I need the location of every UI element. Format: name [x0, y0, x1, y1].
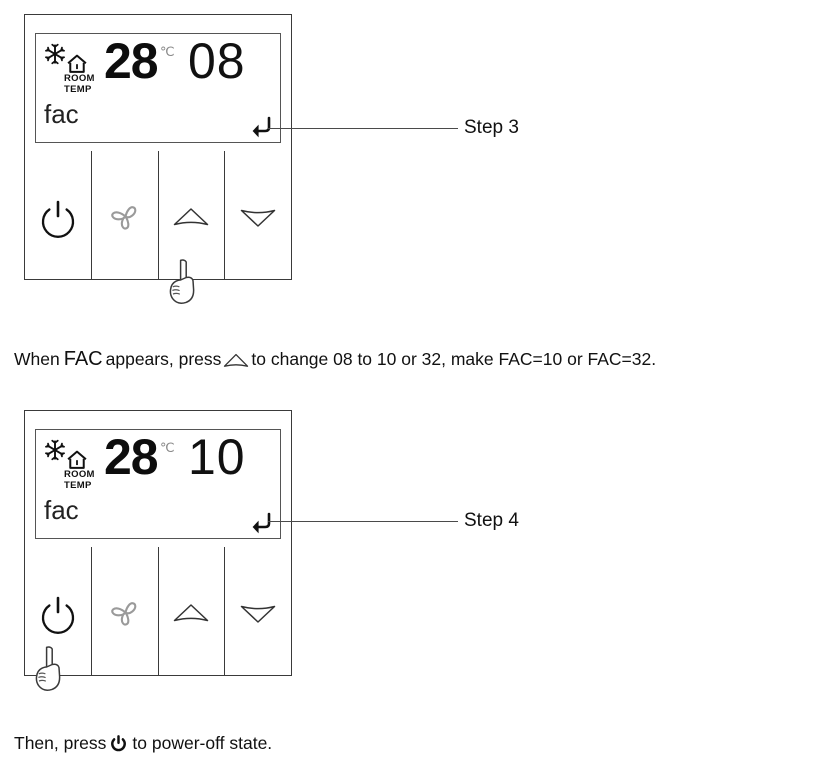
down-button[interactable]: [224, 547, 291, 675]
caption-bottom-part1: Then, press: [14, 733, 107, 753]
temperature-value: 28: [104, 429, 159, 485]
temperature-unit: ℃: [160, 44, 175, 59]
pointing-hand-icon-step3: [168, 258, 202, 306]
sensor-label-line2: TEMP: [64, 479, 92, 491]
caption-middle-part2: appears, press: [105, 349, 222, 369]
controller-panel-step4: ROOM TEMP 28 ℃ 10 fac: [24, 410, 292, 676]
enter-hook-icon: [246, 114, 272, 140]
caption-middle-part1: When: [14, 349, 60, 369]
fan-button[interactable]: [90, 547, 158, 675]
triangle-up-icon: [223, 352, 249, 367]
triangle-up-icon: [168, 590, 214, 636]
caption-middle-keyword: FAC: [63, 348, 103, 370]
sensor-label-line2: TEMP: [64, 83, 92, 95]
step-label-step4: Step 4: [464, 510, 519, 531]
parameter-code-value: 08: [188, 33, 246, 89]
button-row-step4: [25, 547, 291, 675]
sensor-label: ROOM TEMP: [64, 73, 108, 95]
fan-button[interactable]: [90, 151, 158, 279]
temperature-value: 28: [104, 33, 159, 89]
caption-bottom: Then, press to power-off state.: [14, 733, 272, 754]
power-icon: [35, 590, 81, 636]
lcd-display-step4: ROOM TEMP 28 ℃ 10 fac: [35, 429, 281, 539]
down-button[interactable]: [224, 151, 291, 279]
parameter-name-label: fac: [44, 99, 79, 129]
triangle-down-icon: [235, 194, 281, 240]
snowflake-icon: [44, 439, 66, 461]
caption-middle-part3: to change 08 to 10 or 32, make FAC=10 or…: [251, 349, 657, 369]
sensor-label: ROOM TEMP: [64, 469, 108, 491]
caption-middle: When FAC appears, press to change 08 to …: [14, 348, 656, 371]
house-icon: [66, 54, 88, 74]
power-icon: [35, 194, 81, 240]
parameter-code-value: 10: [188, 429, 246, 485]
parameter-name-label: fac: [44, 495, 79, 525]
leader-line-step3: [268, 128, 458, 129]
power-button[interactable]: [25, 547, 91, 675]
temperature-unit: ℃: [160, 440, 175, 455]
power-button[interactable]: [25, 151, 91, 279]
sensor-label-line1: ROOM: [64, 73, 95, 84]
power-icon: [110, 735, 127, 752]
sensor-label-line1: ROOM: [64, 469, 95, 480]
caption-bottom-part2: to power-off state.: [132, 733, 273, 753]
triangle-down-icon: [235, 590, 281, 636]
up-button[interactable]: [157, 547, 225, 675]
up-button[interactable]: [157, 151, 225, 279]
enter-hook-icon: [246, 510, 272, 536]
pointing-hand-icon-step4: [34, 645, 68, 693]
step-label-step3: Step 3: [464, 117, 519, 138]
controller-panel-step3: ROOM TEMP 28 ℃ 08 fac: [24, 14, 292, 280]
snowflake-icon: [44, 43, 66, 65]
button-row-step3: [25, 151, 291, 279]
leader-line-step4: [268, 521, 458, 522]
house-icon: [66, 450, 88, 470]
fan-icon: [102, 590, 148, 636]
lcd-display-step3: ROOM TEMP 28 ℃ 08 fac: [35, 33, 281, 143]
fan-icon: [102, 194, 148, 240]
triangle-up-icon: [168, 194, 214, 240]
